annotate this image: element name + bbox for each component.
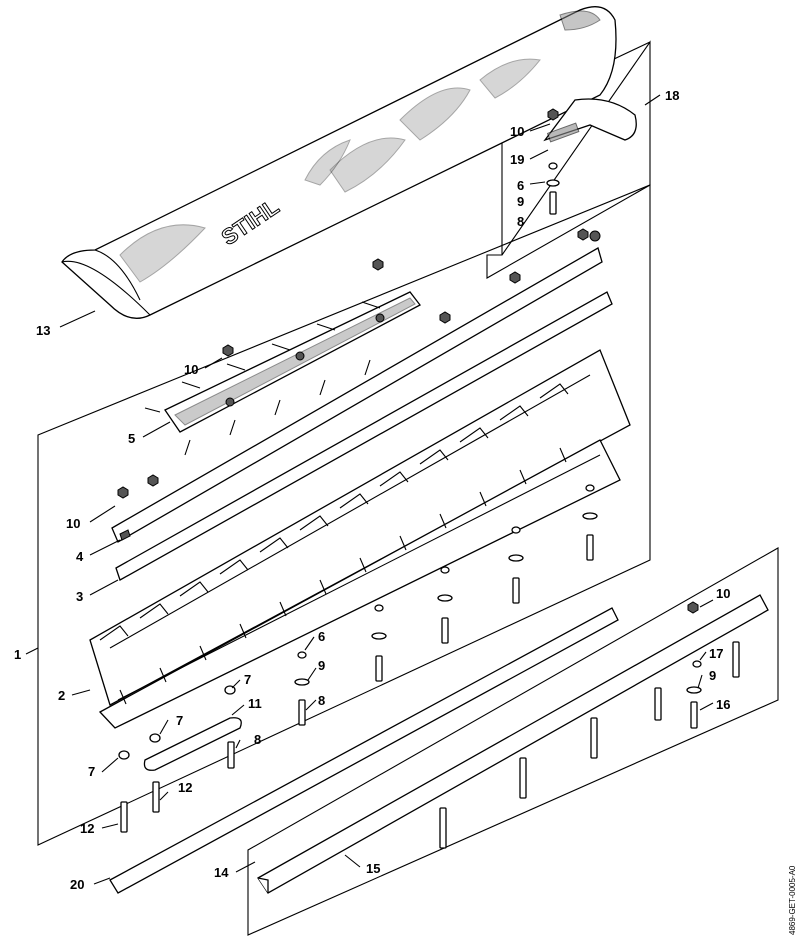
callout-10-top: 10: [510, 124, 524, 139]
callout-20: 20: [70, 877, 84, 892]
blade-tip-bracket: [543, 98, 637, 215]
callout-6-top: 6: [517, 178, 524, 193]
callout-11: 11: [248, 696, 262, 711]
callout-12-a: 12: [178, 780, 192, 795]
leader-lines: [25, 94, 714, 885]
callout-16: 16: [716, 697, 730, 712]
back-rail: [257, 594, 769, 894]
callout-8-top: 8: [517, 214, 524, 229]
callout-12-b: 12: [80, 821, 94, 836]
callout-10-right: 10: [716, 586, 730, 601]
cutter-blades: [89, 349, 631, 729]
callout-4: 4: [76, 549, 84, 564]
callout-labels: 13 18 10 19 6 9 8 10 5 10 4 3 1 2 10 17 …: [14, 88, 730, 892]
slide-plate: [143, 717, 242, 771]
nuts: [117, 228, 699, 614]
group-frame-1: [37, 184, 651, 846]
callout-8-mid: 8: [318, 693, 325, 708]
callout-7-a: 7: [244, 672, 251, 687]
comb-plate: [144, 291, 421, 456]
callout-5: 5: [128, 431, 135, 446]
callout-10-comb: 10: [184, 362, 198, 377]
callout-10-left: 10: [66, 516, 80, 531]
callout-7-c: 7: [88, 764, 95, 779]
blade-guard: STIHL: [61, 6, 617, 319]
callout-18: 18: [665, 88, 679, 103]
callout-1: 1: [14, 647, 21, 662]
callout-15: 15: [366, 861, 380, 876]
callout-3: 3: [76, 589, 83, 604]
callout-8-low: 8: [254, 732, 261, 747]
bolts-and-washers: [118, 484, 740, 849]
callout-7-b: 7: [176, 713, 183, 728]
callout-19: 19: [510, 152, 524, 167]
callout-14: 14: [214, 865, 229, 880]
callout-9-top: 9: [517, 194, 524, 209]
lower-strip: [109, 607, 619, 894]
group-frame-14: [247, 547, 779, 936]
callout-9-right: 9: [709, 668, 716, 683]
callout-6-mid: 6: [318, 629, 325, 644]
callout-9-mid: 9: [318, 658, 325, 673]
document-number: 4869-GET-0005-A0: [788, 865, 797, 935]
group-frame-18: [486, 40, 651, 279]
callout-17: 17: [709, 646, 723, 661]
callout-2: 2: [58, 688, 65, 703]
guide-strips: [111, 230, 613, 581]
callout-13: 13: [36, 323, 50, 338]
